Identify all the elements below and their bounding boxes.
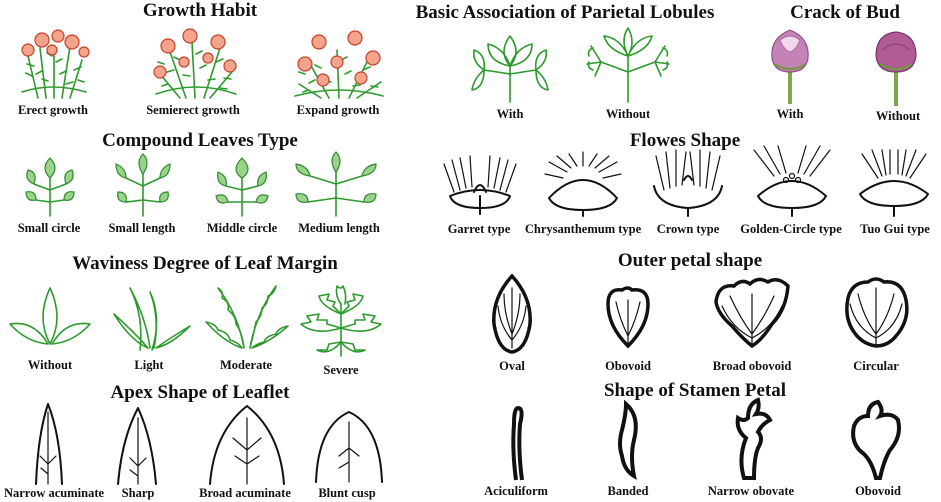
waviness-title: Waviness Degree of Leaf Margin (72, 253, 338, 274)
flower-chrysanthemum-type (544, 151, 622, 217)
label-bud-with: With (776, 107, 804, 121)
outer-petal-broad-obovoid (714, 277, 790, 349)
label-obovoid: Obovoid (605, 359, 651, 373)
flower-golden-circle-type (753, 145, 831, 217)
expand-growth-illustration (294, 30, 384, 99)
bud-without-crack-illustration (875, 31, 917, 106)
compound-leaf-medium-length (295, 151, 377, 217)
label-medium-length: Medium length (298, 221, 380, 235)
compound-leaves-title: Compound Leaves Type (102, 130, 298, 151)
waviness-without-illustration (9, 287, 91, 345)
label-expand-growth: Expand growth (296, 103, 380, 117)
waviness-light-illustration (113, 287, 191, 351)
compound-leaf-small-circle (25, 157, 75, 217)
apex-narrow-acuminate (35, 403, 63, 485)
outer-petal-obovoid (606, 286, 650, 349)
label-small-circle: Small circle (17, 221, 81, 235)
semierect-growth-illustration (153, 28, 237, 99)
bud-with-crack-illustration (771, 29, 809, 104)
parietal-lobules-title: Basic Association of Parietal Lobules (415, 2, 715, 23)
label-parietal-with: With (496, 107, 524, 121)
flower-crown-type (653, 149, 723, 217)
label-chrysanthemum-type: Chrysanthemum type (524, 222, 642, 236)
label-banded: Banded (607, 484, 649, 498)
flower-garret-type (443, 155, 517, 215)
label-aciculiform: Aciculiform (484, 484, 548, 498)
label-oval: Oval (499, 359, 525, 373)
label-tuo-gui-type: Tuo Gui type (860, 222, 930, 236)
label-sharp: Sharp (121, 486, 155, 500)
label-golden-circle-type: Golden-Circle type (740, 222, 842, 236)
parietal-without-illustration (586, 27, 670, 103)
label-middle-circle: Middle circle (206, 221, 278, 235)
outer-petal-circular (845, 277, 909, 348)
stamen-petal-title: Shape of Stamen Petal (603, 380, 787, 401)
parietal-with-illustration (471, 35, 549, 103)
label-stamen-obovoid: Obovoid (855, 484, 901, 498)
label-small-length: Small length (108, 221, 176, 235)
label-bud-without: Without (875, 109, 921, 123)
label-erect-growth: Erect growth (17, 103, 89, 117)
label-narrow-obovate: Narrow obovate (707, 484, 795, 498)
waviness-severe-illustration (300, 285, 382, 357)
label-broad-acuminate: Broad acuminate (199, 486, 291, 500)
flower-tuo-gui-type (859, 149, 929, 217)
label-parietal-without: Without (605, 107, 651, 121)
label-crown-type: Crown type (656, 222, 720, 236)
erect-growth-illustration (21, 29, 90, 99)
label-waviness-light: Light (134, 358, 164, 372)
outer-petal-oval (492, 273, 532, 354)
label-garret-type: Garret type (447, 222, 511, 236)
label-waviness-without: Without (27, 358, 73, 372)
label-waviness-severe: Severe (323, 363, 359, 377)
outer-petal-title: Outer petal shape (617, 250, 763, 271)
label-narrow-acuminate: Narrow acuminate (3, 486, 105, 500)
apex-blunt-cusp (315, 411, 383, 483)
stamen-banded (618, 399, 638, 481)
stamen-narrow-obovate (735, 397, 773, 480)
label-circular: Circular (853, 359, 899, 373)
growth-habit-title: Growth Habit (142, 0, 258, 21)
apex-broad-acuminate (209, 405, 285, 485)
apex-sharp (117, 407, 157, 485)
crack-of-bud-title: Crack of Bud (790, 2, 900, 23)
stamen-obovoid (851, 399, 901, 480)
compound-leaf-middle-circle (215, 157, 269, 217)
flower-shape-title: Flowes Shape (629, 130, 741, 151)
stamen-aciculiform (511, 405, 524, 481)
label-waviness-moderate: Moderate (219, 358, 273, 372)
label-semierect-growth: Semierect growth (146, 103, 240, 117)
compound-leaf-small-length (115, 153, 171, 217)
waviness-moderate-illustration (205, 285, 289, 349)
label-blunt-cusp: Blunt cusp (318, 486, 376, 500)
apex-shape-title: Apex Shape of Leaflet (110, 382, 290, 403)
label-broad-obovoid: Broad obovoid (712, 359, 792, 373)
